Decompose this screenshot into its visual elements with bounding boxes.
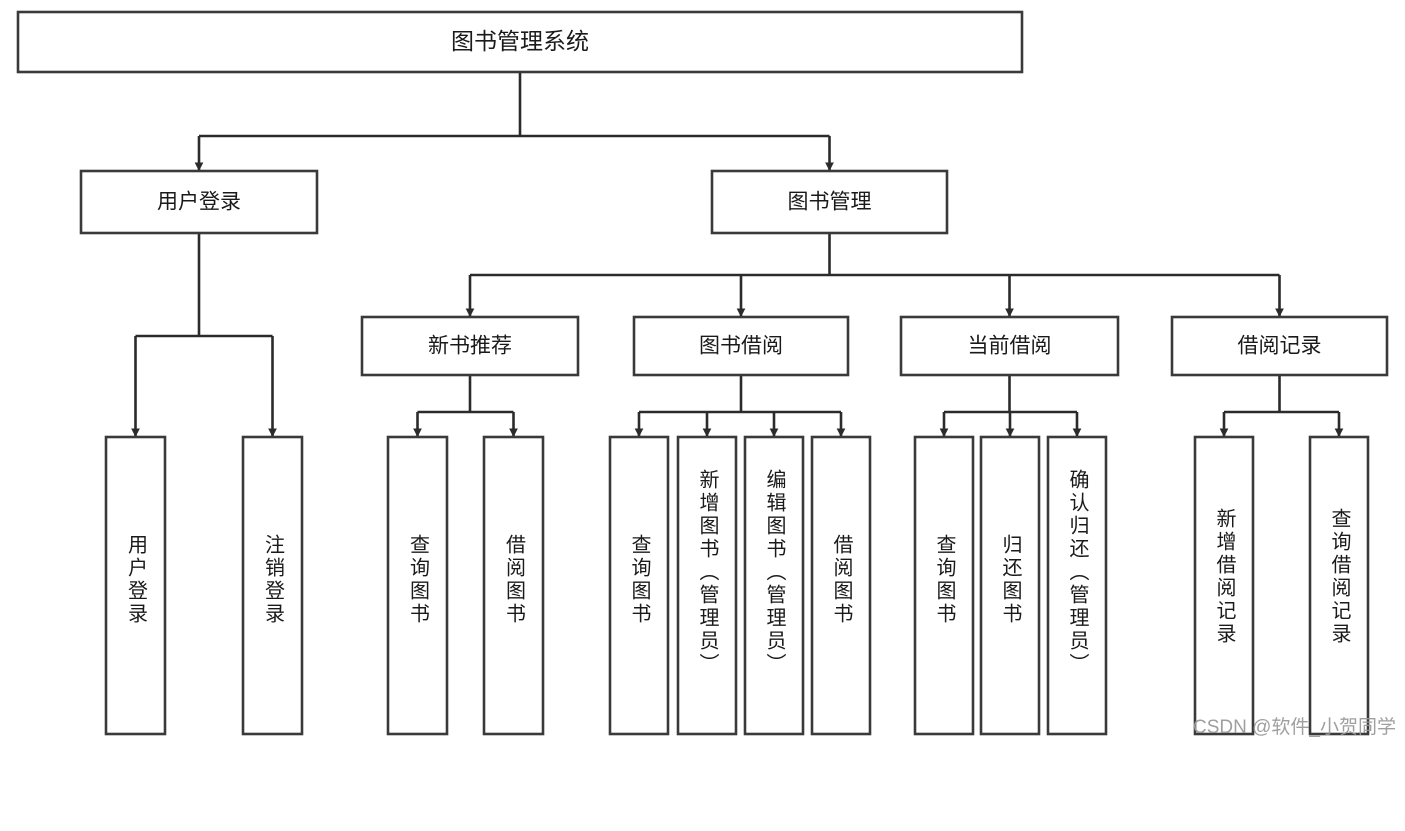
leaf-box bbox=[241, 435, 304, 736]
node-label: 借阅记录 bbox=[1238, 335, 1322, 358]
leaf-box bbox=[810, 435, 872, 736]
node-book-borrow[interactable]: 图书借阅 bbox=[632, 315, 850, 377]
node-label: 新书推荐 bbox=[428, 335, 512, 358]
leaf-box bbox=[743, 435, 805, 736]
leaf-node-leaf-borrow-book-1[interactable] bbox=[482, 435, 545, 736]
node-label: 图书管理 bbox=[788, 191, 872, 214]
leaf-box bbox=[608, 435, 670, 736]
leaf-node-leaf-query-record[interactable] bbox=[1308, 435, 1370, 736]
leaf-node-leaf-edit-book[interactable] bbox=[743, 435, 805, 736]
leaf-box bbox=[104, 435, 167, 736]
node-root[interactable]: 图书管理系统 bbox=[16, 10, 1024, 74]
watermark-text: CSDN @软件_小贺同学 bbox=[1193, 717, 1396, 738]
leaf-box bbox=[676, 435, 738, 736]
node-box bbox=[632, 315, 850, 377]
leaf-node-leaf-add-record[interactable] bbox=[1193, 435, 1255, 736]
node-label: 图书借阅 bbox=[699, 335, 783, 358]
leaf-box bbox=[913, 435, 975, 736]
node-box bbox=[79, 169, 319, 235]
flowchart-canvas: 图书管理系统用户登录图书管理新书推荐图书借阅当前借阅借阅记录 用户登录注销登录查… bbox=[16, 10, 1396, 738]
leaf-node-leaf-query-book-3[interactable] bbox=[913, 435, 975, 736]
leaf-box bbox=[1308, 435, 1370, 736]
node-box bbox=[1170, 315, 1389, 377]
leaf-box bbox=[979, 435, 1041, 736]
leaf-box bbox=[1046, 435, 1108, 736]
leaf-box bbox=[482, 435, 545, 736]
leaf-node-leaf-add-book[interactable] bbox=[676, 435, 738, 736]
node-borrow-record[interactable]: 借阅记录 bbox=[1170, 315, 1389, 377]
leaf-box bbox=[386, 435, 449, 736]
edges-layer bbox=[131, 72, 1344, 438]
node-book-manage[interactable]: 图书管理 bbox=[710, 169, 949, 235]
leaf-box bbox=[1193, 435, 1255, 736]
leaf-node-leaf-user-login[interactable] bbox=[104, 435, 167, 736]
leaf-node-leaf-query-book-2[interactable] bbox=[608, 435, 670, 736]
leaf-node-leaf-return-book[interactable] bbox=[979, 435, 1041, 736]
node-current-borrow[interactable]: 当前借阅 bbox=[899, 315, 1120, 377]
node-label: 图书管理系统 bbox=[451, 28, 589, 54]
node-box bbox=[710, 169, 949, 235]
node-new-book-rec[interactable]: 新书推荐 bbox=[360, 315, 580, 377]
leaf-node-leaf-query-book-1[interactable] bbox=[386, 435, 449, 736]
leaf-node-leaf-borrow-book-2[interactable] bbox=[810, 435, 872, 736]
node-box bbox=[899, 315, 1120, 377]
leaf-node-leaf-logout[interactable] bbox=[241, 435, 304, 736]
node-box bbox=[360, 315, 580, 377]
leaf-node-leaf-confirm-return[interactable] bbox=[1046, 435, 1108, 736]
node-label: 用户登录 bbox=[157, 191, 241, 214]
node-box bbox=[16, 10, 1024, 74]
node-label: 当前借阅 bbox=[968, 335, 1052, 358]
node-user-login[interactable]: 用户登录 bbox=[79, 169, 319, 235]
